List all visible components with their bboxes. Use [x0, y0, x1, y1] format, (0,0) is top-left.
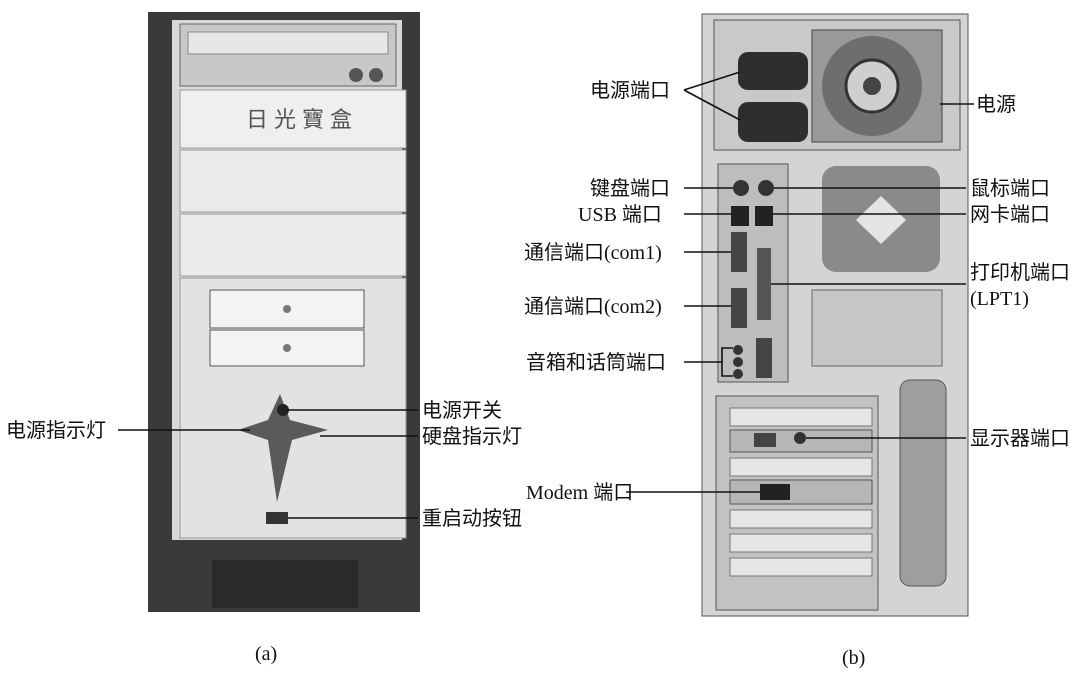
audio-port-label: 音箱和话筒端口	[526, 350, 666, 374]
drive-bay-2	[180, 150, 406, 212]
side-vent	[900, 380, 946, 586]
power-socket-out	[738, 102, 808, 142]
audio-jack-3	[733, 369, 743, 379]
power-switch-label: 电源开关	[422, 398, 502, 422]
drive-bay-3	[180, 214, 406, 276]
brand-panel-text: 日光寶盒	[246, 108, 358, 133]
com1-port	[731, 232, 747, 272]
keyboard-port-label: 键盘端口	[590, 176, 670, 200]
display-port-label: 显示器端口	[970, 426, 1070, 450]
expansion-slot-5	[730, 510, 872, 528]
com2-port-label: 通信端口(com2)	[524, 295, 662, 318]
printer-port-label: 打印机端口	[970, 260, 1070, 284]
reset-button-label: 重启动按钮	[422, 506, 522, 530]
com2-port	[731, 288, 747, 328]
floppy-button-2	[283, 344, 291, 352]
keyboard-port	[733, 180, 749, 196]
optical-eject-button	[349, 68, 363, 82]
vent-panel	[812, 290, 942, 366]
game-port	[756, 338, 772, 378]
io-panel	[718, 164, 788, 382]
expansion-slot-1	[730, 408, 872, 426]
expansion-slot-7	[730, 558, 872, 576]
display-port	[754, 433, 776, 447]
display-port-screw	[794, 432, 806, 444]
case-front: 日光寶盒	[148, 12, 420, 612]
case-back	[702, 14, 968, 616]
expansion-slot-6	[730, 534, 872, 552]
audio-jack-1	[733, 345, 743, 355]
optical-drive-tray	[188, 32, 388, 54]
mouse-port	[758, 180, 774, 196]
expansion-slot-3	[730, 458, 872, 476]
com1-port-label: 通信端口(com1)	[524, 241, 662, 264]
floppy-button-1	[283, 305, 291, 313]
mouse-port-label: 鼠标端口	[970, 176, 1050, 200]
power-socket-in	[738, 52, 808, 90]
lpt1-label: (LPT1)	[970, 288, 1029, 310]
figure-a-caption: (a)	[255, 643, 277, 665]
optical-button-2	[369, 68, 383, 82]
nic-port-label: 网卡端口	[970, 202, 1050, 226]
hdd-indicator-label: 硬盘指示灯	[422, 424, 522, 448]
figure-b-caption: (b)	[842, 647, 865, 669]
usb-port	[731, 206, 749, 226]
power-port-label: 电源端口	[590, 78, 670, 102]
modem-port-label: Modem 端口	[526, 481, 633, 504]
lpt1-port	[757, 248, 771, 320]
nic-port	[755, 206, 773, 226]
case-front-foot	[212, 560, 358, 608]
usb-port-label: USB 端口	[578, 203, 662, 226]
psu-fan-hub	[863, 77, 881, 95]
reset-button	[266, 512, 288, 524]
audio-jack-2	[733, 357, 743, 367]
power-supply-label: 电源	[976, 92, 1016, 116]
modem-port	[760, 484, 790, 500]
power-indicator-label: 电源指示灯	[6, 418, 106, 442]
